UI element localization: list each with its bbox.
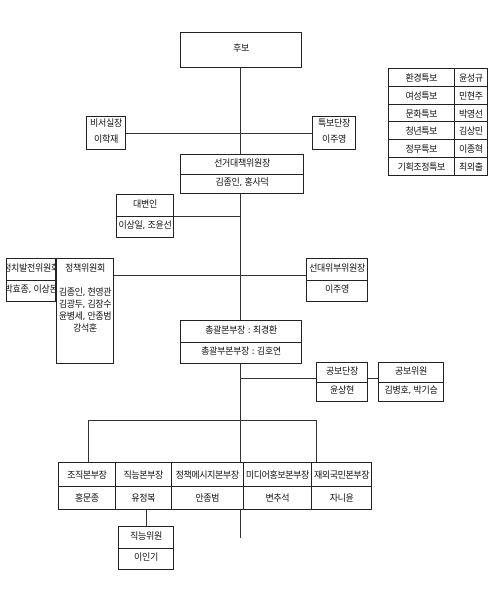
hq-chief: 총괄본부장 : 최경환	[205, 325, 277, 336]
division-title: 정책메시지본부장	[170, 463, 244, 487]
table-row: 청년특보 김상민	[389, 121, 487, 141]
policy-member: 김광두, 김장수	[58, 300, 112, 310]
advisor-role: 환경특보	[389, 69, 455, 87]
committee-chair-name: 김종인, 홍사덕	[181, 174, 303, 193]
advisor-role: 정무특보	[389, 139, 455, 159]
advisor-name: 김상민	[453, 121, 487, 141]
table-row: 환경특보 윤성규	[389, 69, 487, 87]
table-row: 홍문종 유정복 안종범 변추석 자니윤	[59, 485, 371, 509]
vocational-member-box: 직능위원 이인기	[118, 526, 174, 570]
division-name: 유정복	[114, 485, 172, 509]
pr-team-name: 윤상현	[317, 382, 367, 401]
division-title: 직능본부장	[114, 463, 172, 487]
division-name: 홍문종	[59, 485, 116, 509]
policy-member: 강석훈	[73, 324, 97, 334]
policy-member: 윤병세, 안종범	[58, 312, 112, 322]
advisor-name: 윤성규	[453, 69, 487, 87]
pr-members-box: 공보위원 김병호, 박기승	[378, 362, 444, 402]
advisor-name: 이종혁	[453, 139, 487, 159]
advisor-role: 기획조정특보	[389, 157, 455, 175]
connector-line	[88, 420, 316, 421]
advisor-name: 최외출	[453, 157, 487, 175]
division-name: 변추석	[242, 485, 313, 509]
division-name: 안종범	[170, 485, 244, 509]
advisor-role: 문화특보	[389, 103, 455, 123]
special-team-name: 이주영	[322, 135, 346, 146]
advisor-role: 청년특보	[389, 121, 455, 141]
policy-committee-box: 정책위원회 김종인, 현영관 김광두, 김장수 윤병세, 안종범 강석훈	[56, 258, 114, 364]
connector-line	[146, 510, 147, 526]
connector-line	[88, 420, 89, 462]
table-row: 여성특보 민현주	[389, 85, 487, 105]
special-advisors-table: 환경특보 윤성규 여성특보 민현주 문화특보 박영선 청년특보 김상민 정무특보…	[388, 68, 488, 176]
hq-box: 총괄본부장 : 최경환 총괄부본부장 : 김호연	[180, 320, 302, 364]
table-row: 기획조정특보 최외출	[389, 157, 487, 175]
pr-members-name: 김병호, 박기승	[379, 382, 443, 401]
committee-chair-title: 선거대책위원장	[214, 158, 270, 169]
advisor-name: 민현주	[453, 85, 487, 105]
secretary-name: 이학재	[94, 135, 118, 146]
candidate-title: 후보	[233, 44, 249, 55]
connector-line	[54, 275, 306, 276]
political-dev-title: 정치발전위원회	[7, 263, 55, 274]
secretary-title: 비서실장	[90, 119, 122, 130]
connector-line	[124, 133, 314, 134]
policy-member: 김종인, 현영관	[58, 288, 112, 298]
hq-deputy: 총괄부본부장 : 김호연	[181, 342, 301, 363]
vice-chair-name: 이주영	[307, 280, 367, 301]
vocational-member-name: 이인기	[119, 548, 173, 569]
committee-chair-box: 선거대책위원장 김종인, 홍사덕	[180, 154, 304, 194]
policy-committee-members: 김종인, 현영관 김광두, 김장수 윤병세, 안종범 강석훈	[57, 287, 113, 335]
division-heads-table: 조직본부장 직능본부장 정책메시지본부장 미디어홍보본부장 재외국민본부장 홍문…	[58, 462, 372, 510]
special-team-title: 특보단장	[318, 119, 350, 130]
vice-chair-box: 선대위부위원장 이주영	[306, 258, 368, 302]
political-dev-box: 정치발전위원회 박효종, 이상돈	[6, 258, 56, 302]
spokesperson-title: 대변인	[133, 199, 157, 210]
advisor-name: 박영선	[453, 103, 487, 123]
division-title: 조직본부장	[59, 463, 116, 487]
connector-line	[240, 68, 241, 538]
spokesperson-box: 대변인 이상일, 조윤선	[116, 194, 174, 238]
advisor-role: 여성특보	[389, 85, 455, 105]
special-team-box: 특보단장 이주영	[312, 116, 356, 150]
division-name: 자니윤	[311, 485, 371, 509]
table-row: 정무특보 이종혁	[389, 139, 487, 159]
table-row: 조직본부장 직능본부장 정책메시지본부장 미디어홍보본부장 재외국민본부장	[59, 463, 371, 487]
political-dev-name: 박효종, 이상돈	[7, 280, 55, 301]
policy-committee-title: 정책위원회	[65, 263, 105, 274]
table-row: 문화특보 박영선	[389, 103, 487, 123]
pr-team-title: 공보단장	[326, 366, 358, 377]
connector-line	[240, 378, 380, 379]
connector-line	[316, 420, 317, 462]
division-title: 재외국민본부장	[311, 463, 371, 487]
connector-line	[172, 216, 240, 217]
pr-team-box: 공보단장 윤상현	[316, 362, 368, 402]
secretary-box: 비서실장 이학재	[86, 116, 126, 150]
division-title: 미디어홍보본부장	[242, 463, 313, 487]
candidate-box: 후보	[180, 32, 302, 68]
spokesperson-name: 이상일, 조윤선	[117, 216, 173, 237]
vocational-member-title: 직능위원	[130, 531, 162, 542]
vice-chair-title: 선대위부위원장	[309, 263, 365, 274]
pr-members-title: 공보위원	[395, 366, 427, 377]
